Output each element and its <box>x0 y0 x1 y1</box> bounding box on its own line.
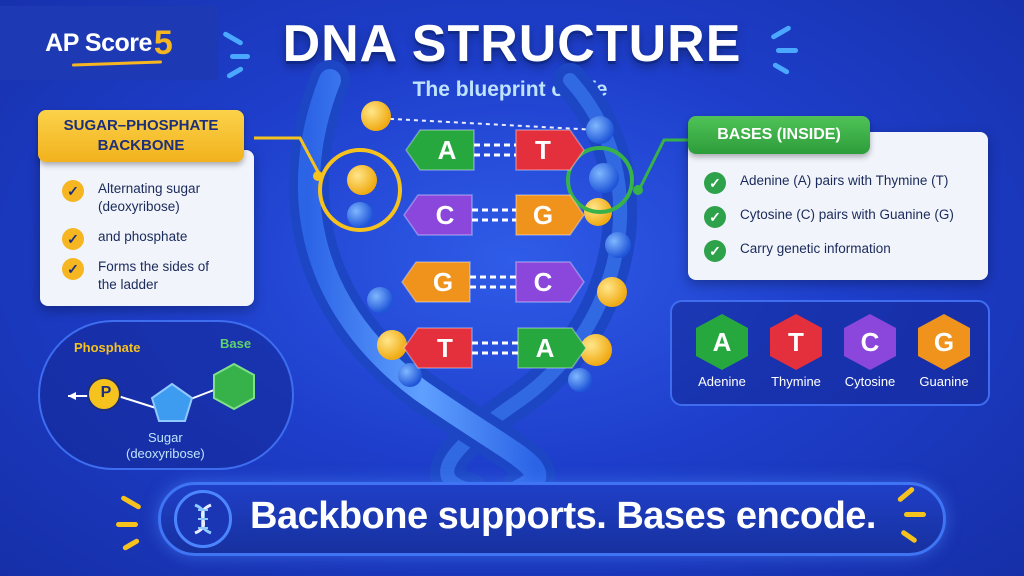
phosphate-ball <box>377 330 407 360</box>
sugar-ball <box>568 368 592 392</box>
phosphate-ball <box>361 101 391 131</box>
base-G-shape <box>515 194 585 236</box>
base-C-shape <box>515 261 585 303</box>
phosphate-ball <box>347 165 377 195</box>
backbone-card: ✓ Alternating sugar (deoxyribose) ✓ and … <box>40 150 254 306</box>
legend-item-adenine: A Adenine <box>686 314 758 389</box>
base-G-shape <box>401 261 471 303</box>
banner-text: Backbone supports. Bases encode. <box>250 495 876 537</box>
sugar-ball <box>367 287 393 313</box>
check-icon: ✓ <box>704 172 726 194</box>
check-icon: ✓ <box>62 180 84 202</box>
base-hexagon-icon <box>213 362 255 411</box>
cytosine-hex-icon: C <box>844 314 896 370</box>
bases-card: ✓ Adenine (A) pairs with Thymine (T) ✓ C… <box>688 132 988 280</box>
nucleotide-diagram <box>68 362 255 422</box>
bases-item: Adenine (A) pairs with Thymine (T) <box>740 173 949 188</box>
base-highlight-circle <box>566 146 634 214</box>
backbone-item: Alternating sugar (deoxyribose) <box>98 181 201 214</box>
backbone-connector <box>254 136 320 173</box>
sugar-label: Sugar <box>148 430 183 445</box>
bases-connector <box>638 138 690 189</box>
phosphate-label: Phosphate <box>74 340 141 355</box>
base-letter: G <box>433 267 453 297</box>
base-A-shape <box>517 327 587 369</box>
backbone-highlight-circle <box>318 148 402 232</box>
bases-item: Cytosine (C) pairs with Guanine (G) <box>740 207 954 222</box>
legend-item-thymine: T Thymine <box>760 314 832 389</box>
backbone-title: SUGAR–PHOSPHATE BACKBONE <box>38 110 244 162</box>
base-letter: G <box>533 200 553 230</box>
dna-icon <box>174 490 232 548</box>
sugar-sublabel: (deoxyribose) <box>126 446 205 461</box>
sugar-ball <box>586 116 614 144</box>
base-letter: A <box>536 333 555 363</box>
phosphate-icon <box>87 377 121 411</box>
thymine-hex-icon: T <box>770 314 822 370</box>
logo: AP Score 5 <box>0 6 218 80</box>
phosphate-symbol: P <box>100 384 112 401</box>
adenine-hex-icon: A <box>696 314 748 370</box>
nucleotide-schema: Phosphate Base P Sugar (deoxyribose) <box>38 320 294 470</box>
base-letter: C <box>436 200 455 230</box>
logo-number: 5 <box>153 23 173 62</box>
guanine-hex-icon: G <box>918 314 970 370</box>
sugar-pentagon-icon <box>150 382 194 422</box>
base-letter: T <box>535 135 551 165</box>
legend-item-cytosine: C Cytosine <box>834 314 906 389</box>
summary-banner <box>158 482 946 556</box>
base-C-shape <box>403 194 473 236</box>
logo-text: AP Score <box>45 28 152 57</box>
check-icon: ✓ <box>704 206 726 228</box>
phosphate-ball <box>597 277 627 307</box>
legend-item-guanine: G Guanine <box>908 314 980 389</box>
base-letter: A <box>438 135 457 165</box>
backbone-item: and phosphate <box>98 229 188 244</box>
base-T-shape <box>515 129 585 171</box>
sugar-ball <box>589 163 619 193</box>
sugar-ball <box>347 202 373 228</box>
backbone-item: Forms the sides of the ladder <box>98 259 210 292</box>
sugar-ball <box>605 232 631 258</box>
base-letter: C <box>534 267 553 297</box>
bases-title: BASES (INSIDE) <box>688 116 870 154</box>
base-T-shape <box>403 327 473 369</box>
check-icon: ✓ <box>62 258 84 280</box>
base-letter: T <box>437 333 453 363</box>
page-title: DNA STRUCTURE <box>282 15 742 73</box>
bases-item: Carry genetic information <box>740 241 891 256</box>
sugar-ball <box>398 363 422 387</box>
base-label: Base <box>220 336 252 351</box>
base-legend: A Adenine T Thymine C Cytosine G Guanine <box>670 300 990 406</box>
phosphate-ball <box>580 334 612 366</box>
base-A-shape <box>405 129 475 171</box>
check-icon: ✓ <box>704 240 726 262</box>
check-icon: ✓ <box>62 228 84 250</box>
